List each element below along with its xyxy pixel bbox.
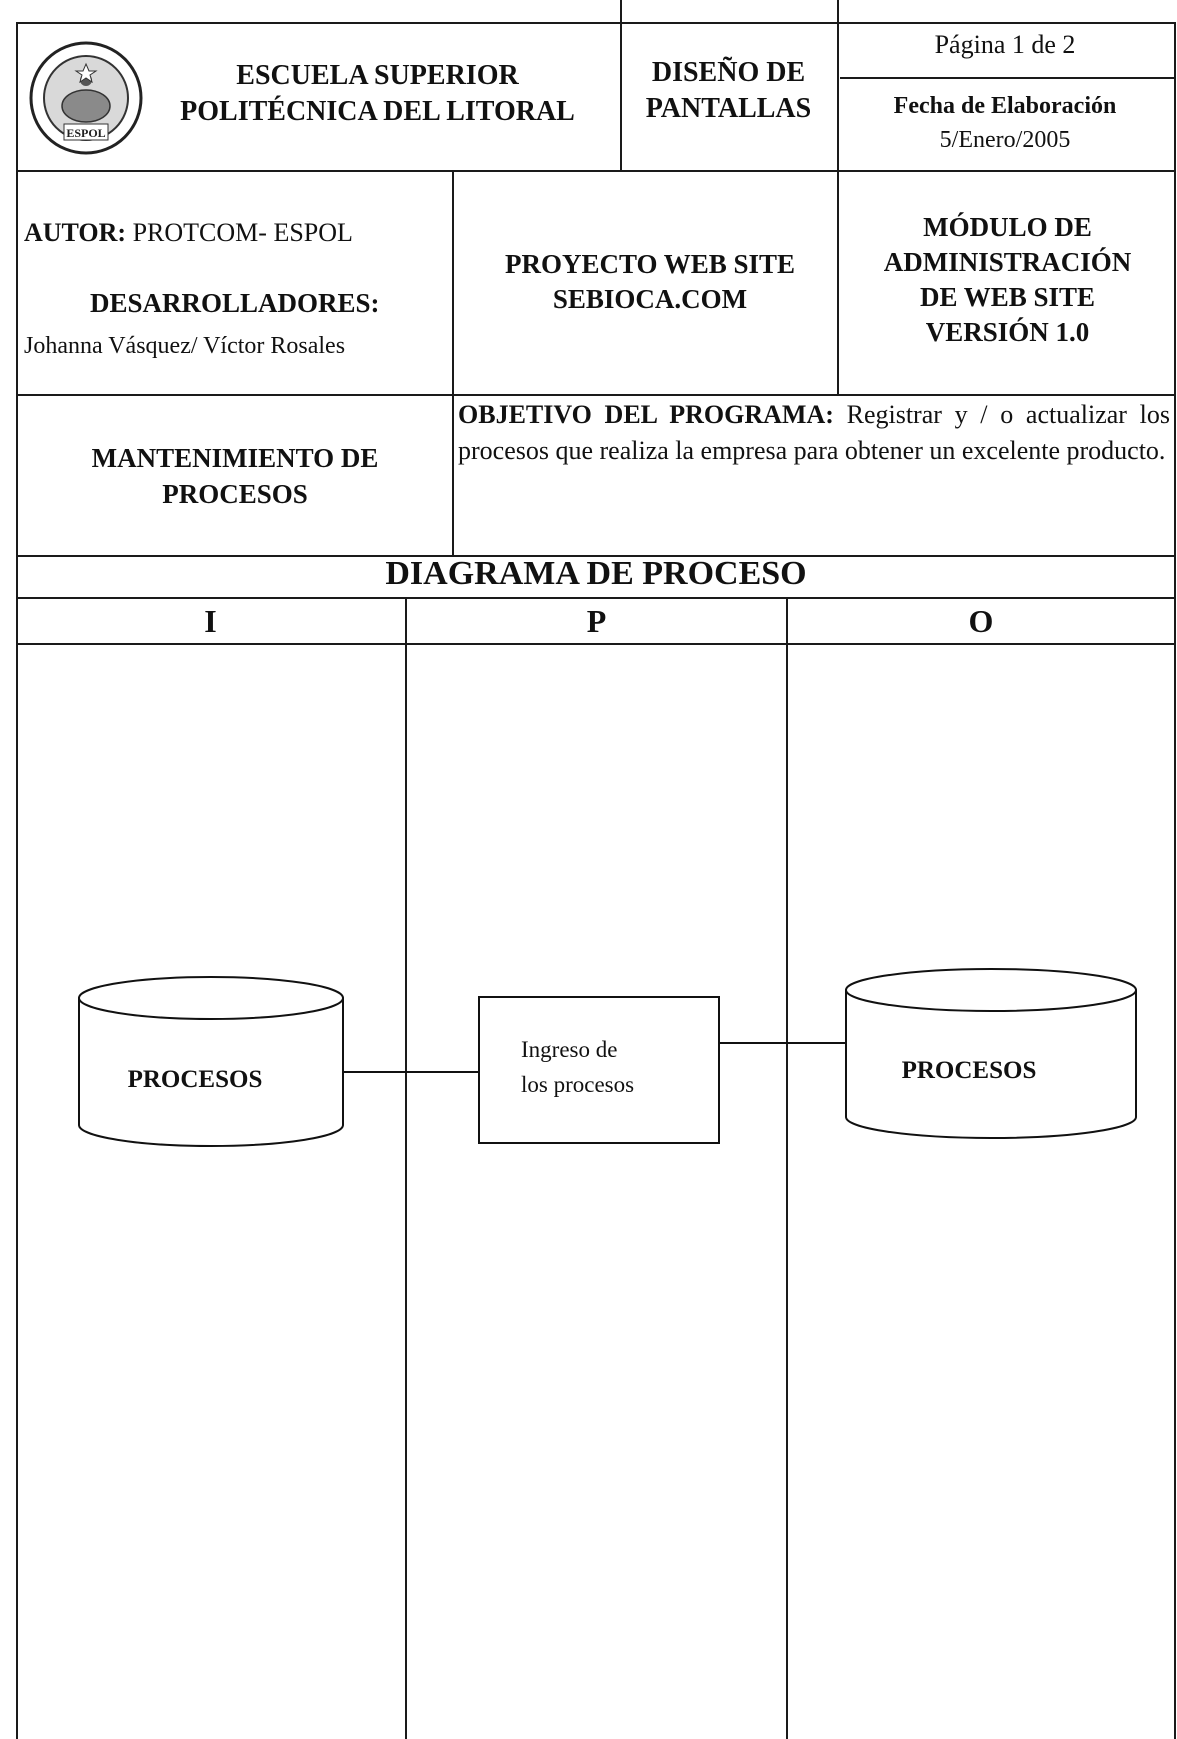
column-header-divider [16, 643, 1176, 645]
document-type: DISEÑO DE PANTALLAS [626, 55, 831, 127]
program-name-line-2: PROCESOS [162, 479, 308, 509]
output-store-label: PROCESOS [902, 1057, 1037, 1084]
column-header-output: O [968, 603, 994, 639]
document-type-line-1: DISEÑO DE [651, 57, 806, 88]
lane-divider-2 [786, 597, 788, 1739]
border-top [16, 22, 1176, 24]
page-number: Página 1 de 2 [934, 30, 1076, 59]
column-header-input: I [204, 603, 217, 639]
module-line-3: DE WEB SITE [919, 282, 1096, 312]
info-col-divider [452, 172, 454, 555]
header-col-divider-1 [620, 0, 622, 172]
header-divider [16, 170, 1176, 172]
program-objective: OBJETIVO DEL PROGRAMA: Registrar y / o a… [458, 397, 1170, 469]
author-value: PROTCOM- ESPOL [132, 218, 353, 247]
diagram-title: DIAGRAMA DE PROCESO [385, 555, 807, 592]
diagram-title-divider [16, 597, 1176, 599]
module-name: MÓDULO DE ADMINISTRACIÓN DE WEB SITE VER… [840, 210, 1175, 350]
espol-seal-logo: ESPOL [29, 41, 143, 155]
border-right [1174, 22, 1176, 1739]
process-box: Ingreso de los procesos [478, 996, 720, 1144]
project-line-1: PROYECTO WEB SITE [504, 249, 796, 279]
document-type-line-2: PANTALLAS [645, 93, 812, 124]
module-line-2: ADMINISTRACIÓN [883, 247, 1132, 277]
program-divider [16, 555, 1176, 557]
output-data-store: PROCESOS [845, 968, 1137, 1139]
program-name: MANTENIMIENTO DE PROCESOS [20, 440, 450, 512]
process-label-line-2: los procesos [521, 1072, 634, 1097]
module-line-4: VERSIÓN 1.0 [925, 317, 1090, 347]
date-label: Fecha de Elaboración [893, 93, 1117, 119]
project-line-2: SEBIOCA.COM [552, 284, 748, 314]
institution-line-2: POLITÉCNICA DEL LITORAL [180, 96, 575, 127]
author: AUTOR: PROTCOM- ESPOL [24, 218, 353, 248]
developers-label: DESARROLLADORES: [90, 288, 380, 318]
lane-divider-1 [405, 597, 407, 1739]
date-value: 5/Enero/2005 [939, 127, 1071, 153]
column-header-process: P [586, 603, 607, 639]
input-data-store: PROCESOS [78, 976, 344, 1147]
program-name-line-1: MANTENIMIENTO DE [91, 443, 379, 473]
process-label-line-1: Ingreso de [521, 1037, 617, 1062]
developers-value: Johanna Vásquez/ Víctor Rosales [24, 333, 346, 359]
border-left [16, 22, 18, 1739]
header-col-divider-2 [837, 0, 839, 396]
project-name: PROYECTO WEB SITE SEBIOCA.COM [455, 247, 845, 317]
input-store-label: PROCESOS [128, 1066, 263, 1093]
objective-label: OBJETIVO DEL PROGRAMA: [458, 400, 834, 429]
objective-text: Registrar y / o actualizar los procesos … [458, 400, 1170, 465]
logo-text: ESPOL [66, 126, 105, 140]
module-line-1: MÓDULO DE [923, 212, 1092, 242]
institution-name: ESCUELA SUPERIOR POLITÉCNICA DEL LITORAL [150, 58, 605, 130]
institution-line-1: ESCUELA SUPERIOR [236, 60, 519, 91]
page-date-divider [840, 77, 1176, 79]
author-label: AUTOR: [24, 218, 127, 247]
info-divider [16, 394, 1176, 396]
